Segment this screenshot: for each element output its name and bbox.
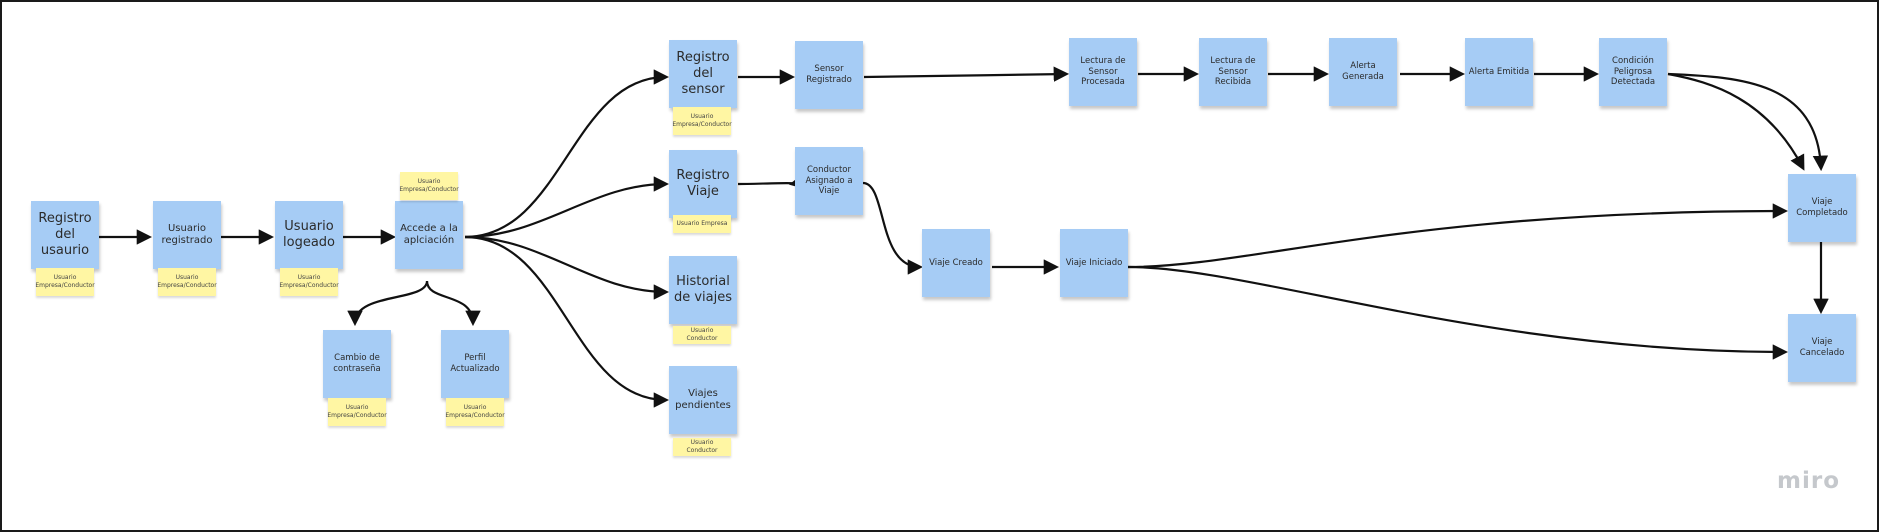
actor-note-accede-aplicacion[interactable]: Usuario Empresa/Conductor [399,172,459,200]
note-conductor-asignado[interactable]: Conductor Asignado a Viaje [795,147,863,215]
actor-note-usuario-registrado[interactable]: Usuario Empresa/Conductor [157,268,217,296]
connector [425,280,481,327]
note-registro-sensor[interactable]: Registro del sensor [669,40,737,108]
note-perfil-actualizado[interactable]: Perfil Actualizado [441,330,509,398]
connector [862,181,924,275]
note-alerta-generada[interactable]: Alerta Generada [1329,38,1397,106]
connector [464,235,670,408]
connector [1127,203,1789,269]
note-viaje-iniciado[interactable]: Viaje Iniciado [1060,229,1128,297]
connector [1127,265,1789,360]
connector [1667,72,1805,171]
note-usuario-registrado[interactable]: Usuario registrado [153,201,221,269]
connector [347,280,429,327]
note-viaje-cancelado[interactable]: Viaje Cancelado [1788,314,1856,382]
actor-note-registro-viaje[interactable]: Usuario Empresa [673,215,731,233]
connector [464,235,670,300]
note-viaje-completado[interactable]: Viaje Completado [1788,174,1856,242]
note-viajes-pendientes[interactable]: Viajes pendientes [669,366,737,434]
actor-note-perfil-actualizado[interactable]: Usuario Empresa/Conductor [445,398,505,426]
note-cambio-contrasena[interactable]: Cambio de contraseña [323,330,391,398]
actor-note-cambio-contrasena[interactable]: Usuario Empresa/Conductor [327,398,387,426]
actor-note-registro-usuario[interactable]: Usuario Empresa/Conductor [35,268,95,296]
connector [464,69,670,239]
note-alerta-emitida[interactable]: Alerta Emitida [1465,38,1533,106]
note-usuario-logeado[interactable]: Usuario logeado [275,201,343,269]
note-lectura-recibida[interactable]: Lectura de Sensor Recibida [1199,38,1267,106]
actor-note-historial-viajes[interactable]: Usuario Conductor [673,326,731,344]
connector [737,174,806,190]
actor-note-viajes-pendientes[interactable]: Usuario Conductor [673,438,731,456]
note-viaje-creado[interactable]: Viaje Creado [922,229,990,297]
actor-note-usuario-logeado[interactable]: Usuario Empresa/Conductor [279,268,339,296]
miro-logo: miro [1777,468,1840,494]
note-accede-aplicacion[interactable]: Accede a la aplciación [395,201,463,269]
note-lectura-procesada[interactable]: Lectura de Sensor Procesada [1069,38,1137,106]
connector [464,176,670,239]
note-registro-viaje[interactable]: Registro Viaje [669,150,737,218]
connector [863,66,1070,82]
note-sensor-registrado[interactable]: Sensor Registrado [795,41,863,109]
note-historial-viajes[interactable]: Historial de viajes [669,256,737,324]
connector [1667,72,1829,172]
actor-note-registro-sensor[interactable]: Usuario Empresa/Conductor [672,107,732,135]
note-registro-usuario[interactable]: Registro del usaurio [31,201,99,269]
note-condicion-peligrosa[interactable]: Condición Peligrosa Detectada [1599,38,1667,106]
